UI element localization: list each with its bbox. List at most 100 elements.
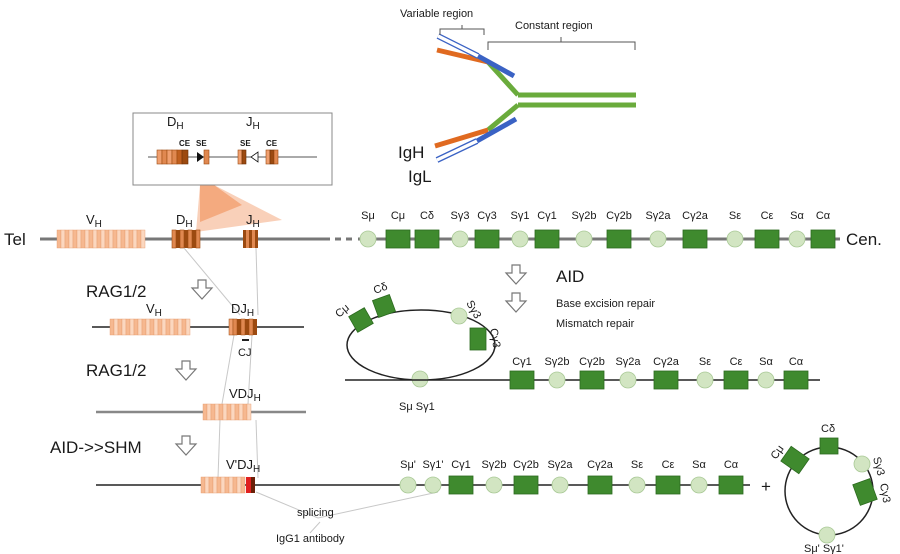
row2-cj-label: CJ xyxy=(238,347,251,359)
vh-segment-stripe xyxy=(120,229,126,249)
locus-label-14: Cα xyxy=(816,210,831,222)
vh-segment-stripe xyxy=(141,318,147,336)
ber-label: Base excision repair xyxy=(556,298,655,310)
locus2-gene-2 xyxy=(579,370,605,390)
vh-segment-stripe xyxy=(113,318,119,336)
inset-se-triangle-1 xyxy=(197,152,204,162)
locus-switch-0 xyxy=(359,230,377,248)
rag-step-2-label: RAG1/2 xyxy=(86,361,146,380)
inset-frame xyxy=(132,112,333,186)
locus3-gene-8 xyxy=(655,475,681,495)
vh-segment-stripe xyxy=(173,318,179,336)
locus3-gene-6 xyxy=(587,475,613,495)
locus3-switch-9 xyxy=(690,476,708,494)
vh-segment-stripe xyxy=(84,229,90,249)
vdj-segment-stripe xyxy=(200,476,206,494)
vh-segment-stripe xyxy=(76,229,82,249)
vh-segment-stripe xyxy=(109,318,115,336)
vdj-segment-stripe xyxy=(236,476,242,494)
vh-segment-stripe xyxy=(121,318,127,336)
vdj-segment-stripe xyxy=(242,403,248,421)
locus-gene-4 xyxy=(474,229,500,249)
rag-step-1-arrow xyxy=(190,279,214,300)
locus3-label-6: Cγ2a xyxy=(587,459,614,471)
vdj-segment-stripe xyxy=(222,403,228,421)
vh-segment-stripe xyxy=(56,229,62,249)
locus-gene-10 xyxy=(682,229,708,249)
light-constant-upper xyxy=(476,53,516,79)
locus3-switch-5 xyxy=(551,476,569,494)
locus-label-7: Sγ2b xyxy=(571,210,596,222)
heavy-chain-arm-lower xyxy=(486,103,520,132)
igl-label: IgL xyxy=(408,167,432,186)
splicing-label: splicing xyxy=(297,507,334,519)
circle2-cg3-gene xyxy=(852,478,878,506)
circle2-cg3-label: Cγ3 xyxy=(877,482,892,503)
vh-segment-stripe xyxy=(100,229,106,249)
circle1-smu-sg1-switch xyxy=(411,370,429,388)
vdj-segment-stripe xyxy=(240,476,246,494)
vdj-segment-stripe xyxy=(216,476,222,494)
vh-segment-stripe xyxy=(129,318,135,336)
vh-segment-stripe xyxy=(140,229,146,249)
locus-label-11: Sε xyxy=(729,210,741,222)
constant-region-bracket xyxy=(487,37,636,50)
vh-segment-stripe xyxy=(165,318,171,336)
aid-label: AID xyxy=(556,267,584,286)
locus-label-5: Sγ1 xyxy=(511,210,530,222)
vh-segment-stripe xyxy=(177,318,183,336)
locus3-switch-0 xyxy=(399,476,417,494)
locus2-switch-7 xyxy=(757,371,775,389)
locus2-gene-0 xyxy=(509,370,535,390)
vh-segment-stripe xyxy=(60,229,66,249)
circle2-cdelta-label: Cδ xyxy=(821,423,835,435)
locus-switch-9 xyxy=(649,230,667,248)
row2-djh-block xyxy=(228,318,257,336)
row2-djh-label: DJH xyxy=(231,301,254,319)
vh-segment-stripe xyxy=(161,318,167,336)
locus2-switch-1 xyxy=(548,371,566,389)
vdj-segment-stripe xyxy=(212,476,218,494)
locus2-label-3: Sγ2a xyxy=(615,356,641,368)
vdj-segment-stripe xyxy=(232,476,238,494)
vdj-recombination-steps: RAG1/2 VH DJH CJ RAG1/2 VDJH AID->>SHM xyxy=(50,279,771,545)
locus-label-8: Cγ2b xyxy=(606,210,632,222)
heavy-variable-upper xyxy=(436,47,489,65)
locus-label-2: Cδ xyxy=(420,210,434,222)
locus-label-9: Sγ2a xyxy=(645,210,671,222)
locus-switch-11 xyxy=(726,230,744,248)
circle1-smu-sg1-label: Sμ Sγ1 xyxy=(399,401,435,413)
vdj-segment-stripe xyxy=(234,403,240,421)
locus-label-0: Sμ xyxy=(361,210,375,222)
locus2-gene-4 xyxy=(653,370,679,390)
locus-gene-14 xyxy=(810,229,836,249)
locus3-label-0: Sμ' xyxy=(400,459,416,471)
locus-gene-8 xyxy=(606,229,632,249)
vh-segment-stripe xyxy=(108,229,114,249)
circle2-cdelta-gene xyxy=(819,437,839,455)
locus3-gene-4 xyxy=(513,475,539,495)
vdj-segment-stripe xyxy=(202,403,208,421)
rag-step-2-arrow xyxy=(174,360,198,381)
vh-segment-stripe xyxy=(185,318,191,336)
circle1-sg3-switch xyxy=(450,307,468,325)
locus-gene-12 xyxy=(754,229,780,249)
circle1-cg3-gene xyxy=(469,327,487,351)
class-switch-step: AID Base excision repair Mismatch repair… xyxy=(333,264,892,554)
vdj-segment-stripe xyxy=(228,476,234,494)
vdj-segment-stripe xyxy=(214,403,220,421)
inset-ce1-label: CE xyxy=(179,139,191,148)
inset-jh-label: JH xyxy=(246,114,260,132)
locus-gene-6 xyxy=(534,229,560,249)
vh-segment-stripe xyxy=(88,229,94,249)
locus3-label-5: Sγ2a xyxy=(547,459,573,471)
locus-switch-7 xyxy=(575,230,593,248)
aid-arrow-1 xyxy=(504,264,528,285)
vdj-segment-stripe xyxy=(208,476,214,494)
variable-region-bracket xyxy=(439,25,485,35)
aid-shm-label: AID->>SHM xyxy=(50,438,142,457)
vh-segment-stripe xyxy=(104,229,110,249)
cen-label: Cen. xyxy=(846,230,882,249)
circle1-cg3-label: Cγ3 xyxy=(487,327,502,348)
